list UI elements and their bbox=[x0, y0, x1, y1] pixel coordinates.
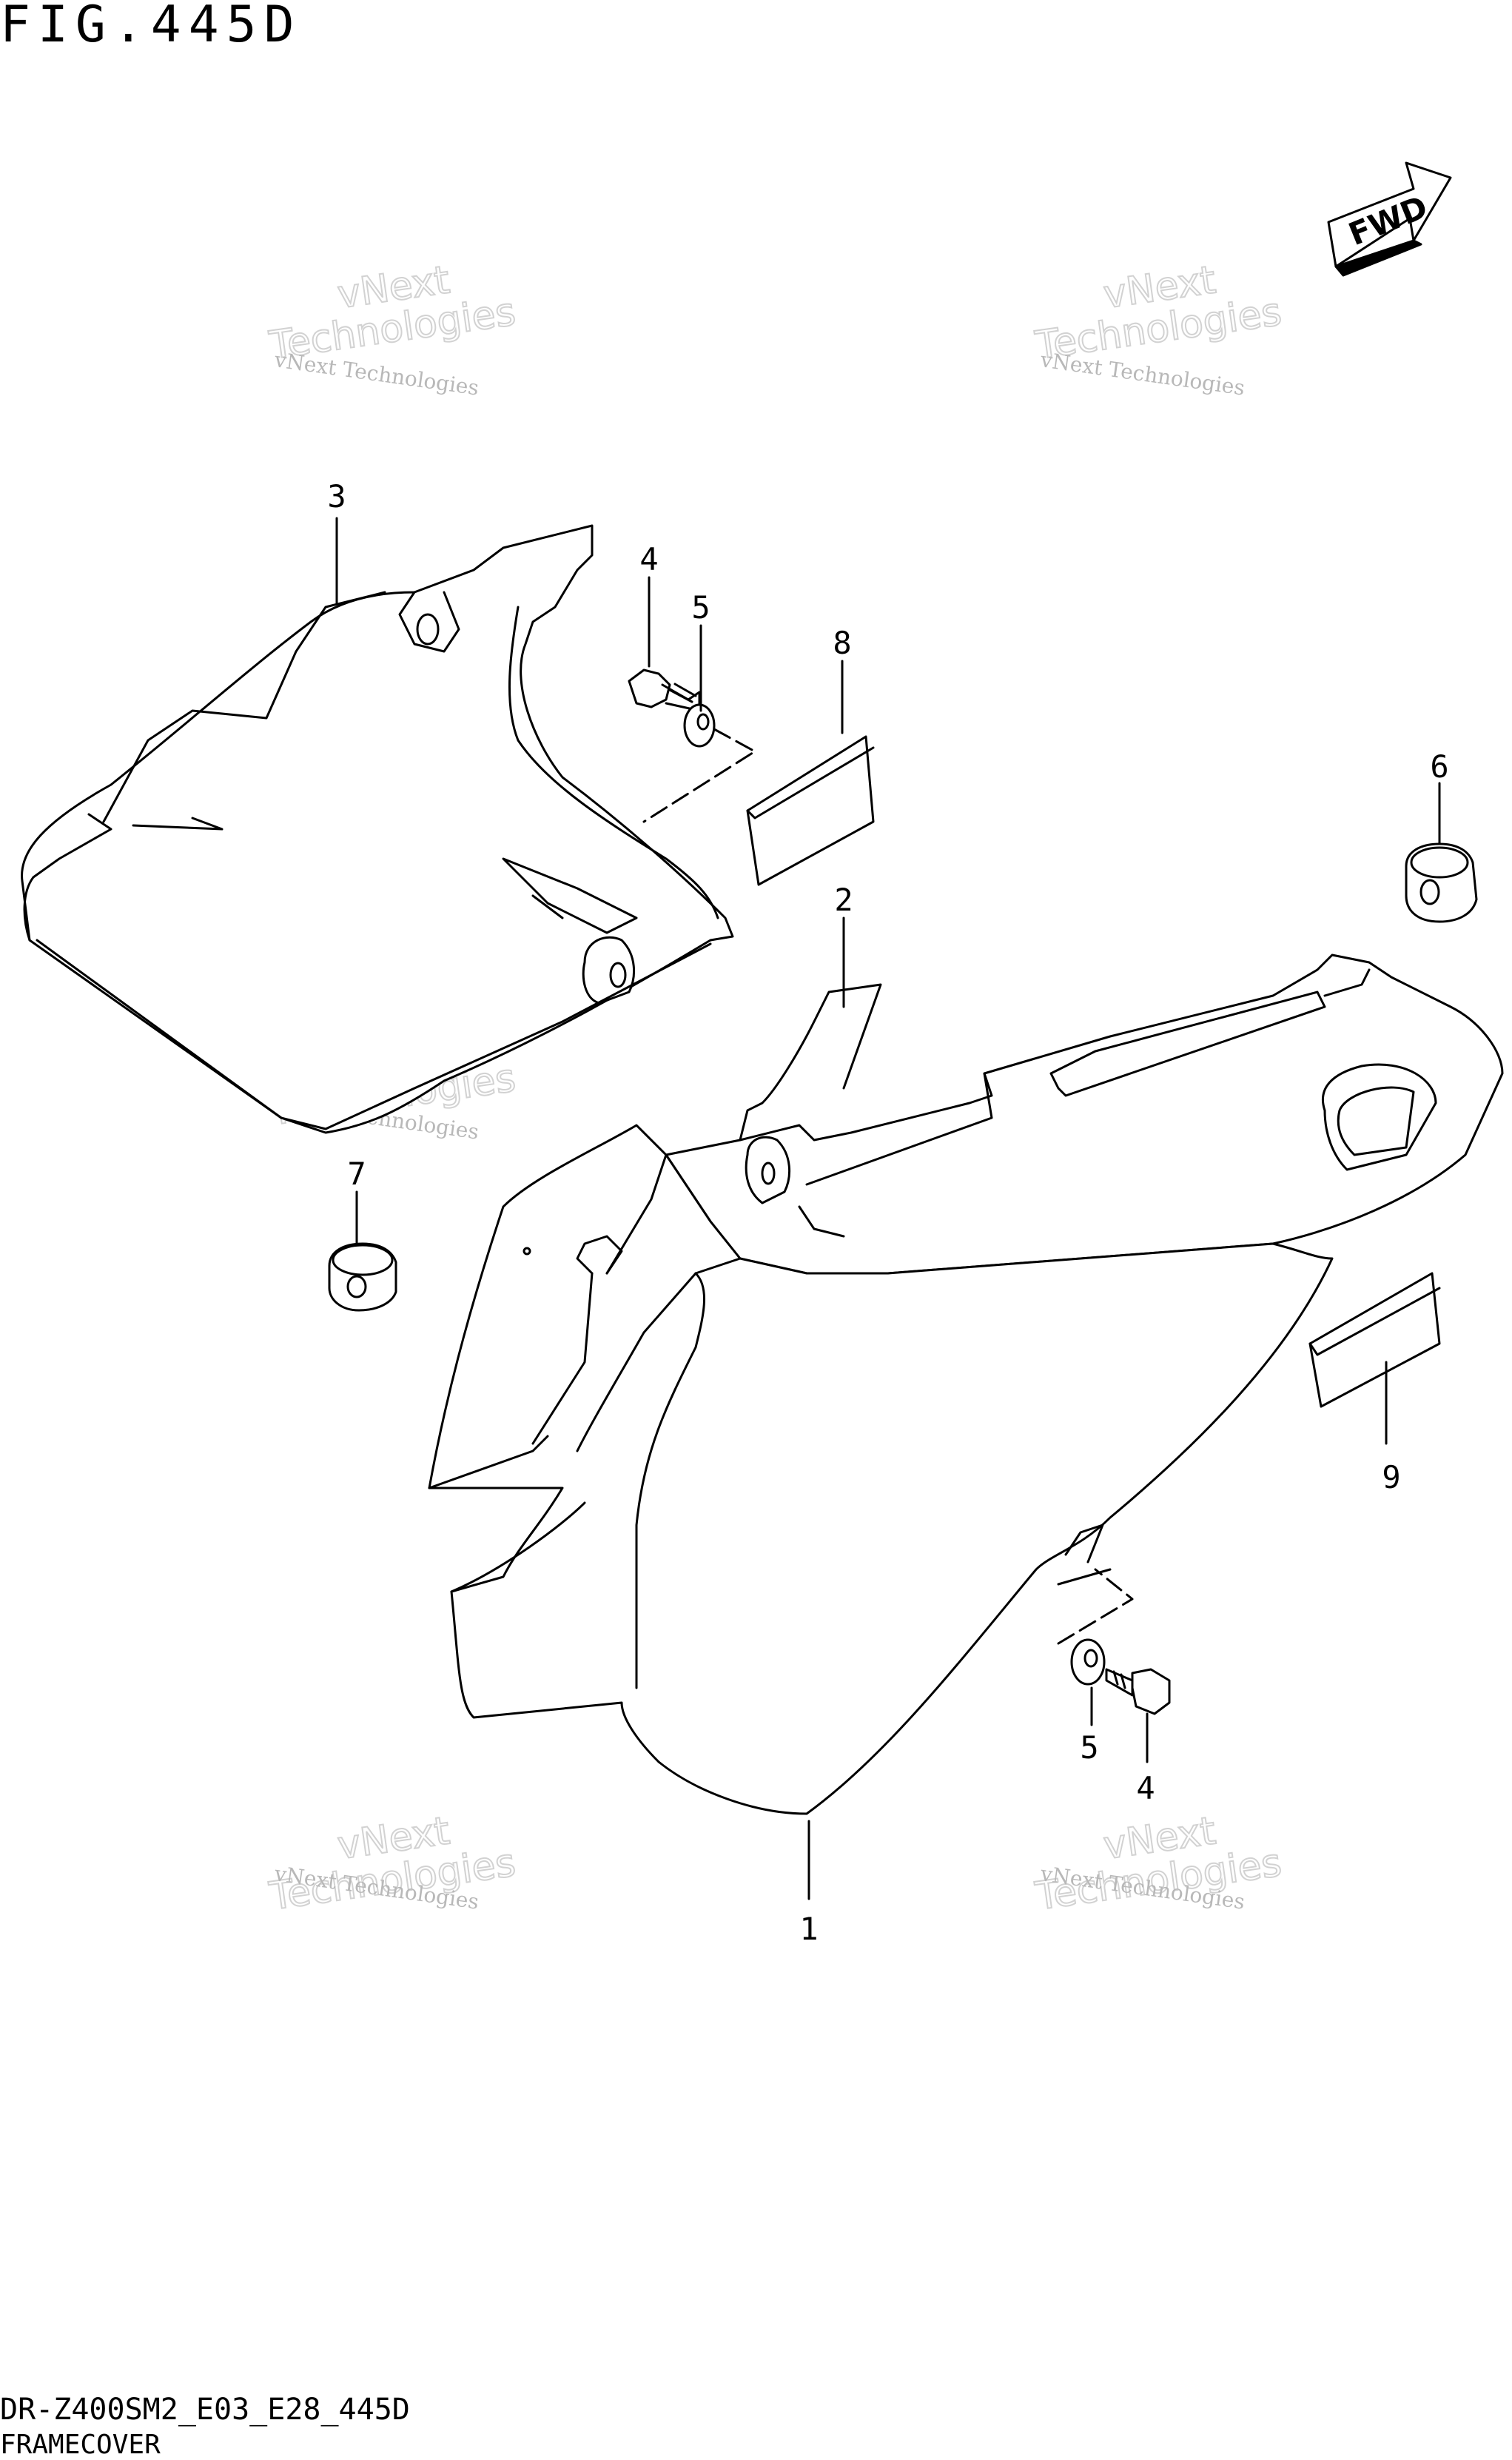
frame-cover-main bbox=[428, 1124, 1334, 1815]
leader-lines bbox=[335, 517, 1441, 1900]
callout-labels: 3 4 5 8 2 6 7 9 5 4 1 bbox=[327, 478, 1448, 1947]
frame-cover-upper-left bbox=[21, 524, 734, 1134]
callout-9: 9 bbox=[1382, 1459, 1400, 1495]
callout-5-lower: 5 bbox=[1080, 1729, 1098, 1766]
callout-3: 3 bbox=[327, 478, 346, 515]
fastener-alignment-line-lower bbox=[1057, 1568, 1134, 1645]
side-cover-upper-right bbox=[665, 953, 1504, 1275]
fastener-alignment-line-upper bbox=[642, 728, 756, 823]
watermark-small-text: vNext Technologies bbox=[272, 347, 480, 400]
grommet-part-6 bbox=[1405, 842, 1478, 923]
bolt-part-4-lower bbox=[1105, 1668, 1171, 1715]
model-code-label: DR-Z400SM2_E03_E28_445D bbox=[0, 2393, 410, 2427]
washer-part-5-lower bbox=[1070, 1638, 1106, 1686]
callout-4-lower: 4 bbox=[1136, 1770, 1155, 1806]
cushion-pad-part-9 bbox=[1308, 1272, 1441, 1408]
callout-4-upper: 4 bbox=[639, 541, 658, 577]
callout-2: 2 bbox=[834, 882, 853, 918]
bolt-part-4-upper bbox=[628, 668, 701, 712]
washer-part-5-upper bbox=[683, 703, 716, 748]
callout-1: 1 bbox=[799, 1911, 818, 1947]
section-name-label: FRAMECOVER bbox=[0, 2430, 161, 2460]
callout-6: 6 bbox=[1430, 748, 1448, 785]
cushion-pad-part-8 bbox=[746, 735, 875, 886]
forward-arrow-icon: FWD bbox=[1327, 161, 1452, 277]
callout-8: 8 bbox=[833, 625, 851, 661]
callout-5-upper: 5 bbox=[691, 589, 710, 626]
figure-title: FIG.445D bbox=[0, 0, 302, 54]
grommet-part-7 bbox=[328, 1242, 397, 1312]
callout-7: 7 bbox=[347, 1156, 366, 1192]
watermark-small-text: vNext Technologies bbox=[1038, 347, 1246, 400]
